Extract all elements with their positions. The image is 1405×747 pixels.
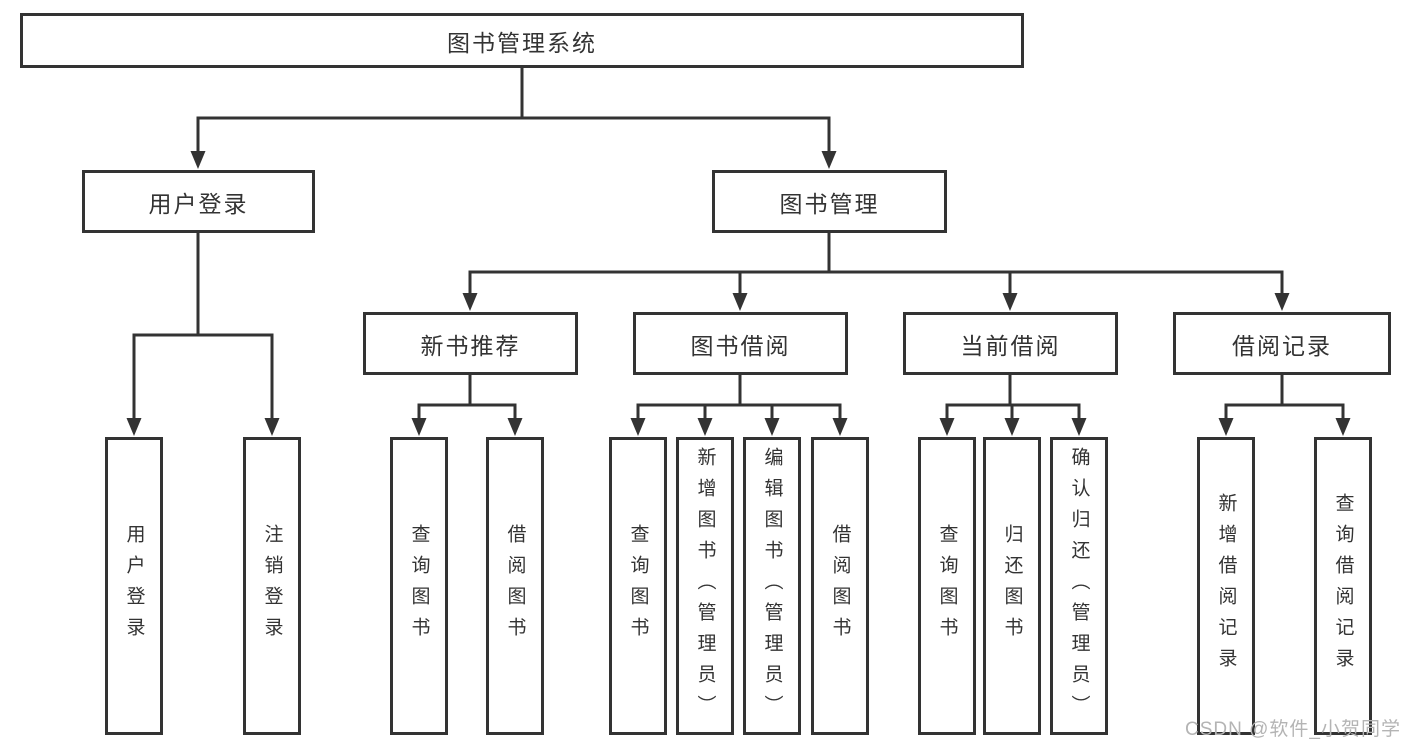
connector-borrowing-records-to-leaves (1224, 375, 1345, 419)
leaf-logout: 注销登录 (243, 437, 301, 735)
leaf-add-book-admin: 新增图书（管理员） (676, 437, 734, 735)
leaf-borrow-books-recommend: 借阅图书 (486, 437, 544, 735)
node-book-borrowing-label: 图书借阅 (690, 332, 791, 359)
leaf-edit-book-admin: 编辑图书（管理员） (743, 437, 801, 735)
arrow-down-icon (1071, 418, 1087, 436)
leaf-return-books: 归还图书 (983, 437, 1041, 735)
leaf-query-books-current: 查询图书 (918, 437, 976, 735)
connector-root-to-level2 (196, 68, 831, 152)
arrow-down-icon (411, 418, 427, 436)
leaf-confirm-return-admin-label: 确认归还（管理员） (1068, 446, 1090, 726)
arrow-down-icon (190, 151, 206, 169)
arrow-down-icon (821, 151, 837, 169)
leaf-return-books-label: 归还图书 (1001, 524, 1023, 648)
leaf-add-borrow-record-label: 新增借阅记录 (1215, 493, 1237, 679)
leaf-query-books-recommend-label: 查询图书 (408, 524, 430, 648)
node-new-book-recommendation-label: 新书推荐 (420, 332, 521, 359)
arrow-down-icon (1004, 418, 1020, 436)
node-user-login-label: 用户登录 (148, 190, 249, 217)
arrow-down-icon (764, 418, 780, 436)
connector-book-management-to-level3 (468, 233, 1284, 294)
connector-current-borrowing-to-leaves (945, 375, 1081, 419)
arrow-down-icon (264, 418, 280, 436)
connector-user-login-to-leaves (132, 233, 274, 419)
leaf-query-borrow-record-label: 查询借阅记录 (1332, 493, 1354, 679)
node-new-book-recommendation: 新书推荐 (363, 312, 578, 375)
node-current-borrowing-label: 当前借阅 (960, 332, 1061, 359)
leaf-borrow-books-recommend-label: 借阅图书 (504, 524, 526, 648)
arrow-down-icon (939, 418, 955, 436)
csdn-watermark: CSDN @软件_小贺同学 (1185, 719, 1401, 740)
node-borrowing-records-label: 借阅记录 (1232, 332, 1332, 359)
arrow-down-icon (697, 418, 713, 436)
arrow-down-icon (732, 293, 748, 311)
node-library-management-system-label: 图书管理系统 (447, 29, 597, 56)
leaf-user-login: 用户登录 (105, 437, 163, 735)
leaf-confirm-return-admin: 确认归还（管理员） (1050, 437, 1108, 735)
arrow-down-icon (832, 418, 848, 436)
leaf-query-books-borrowing: 查询图书 (609, 437, 667, 735)
leaf-query-books-borrowing-label: 查询图书 (627, 524, 649, 648)
leaf-edit-book-admin-label: 编辑图书（管理员） (761, 446, 783, 726)
node-library-management-system: 图书管理系统 (20, 13, 1024, 68)
node-borrowing-records: 借阅记录 (1173, 312, 1391, 375)
arrow-down-icon (507, 418, 523, 436)
leaf-query-books-recommend: 查询图书 (390, 437, 448, 735)
node-current-borrowing: 当前借阅 (903, 312, 1118, 375)
arrow-down-icon (1218, 418, 1234, 436)
leaf-borrow-books: 借阅图书 (811, 437, 869, 735)
leaf-user-login-label: 用户登录 (123, 524, 145, 648)
leaf-logout-label: 注销登录 (261, 524, 283, 648)
arrow-down-icon (630, 418, 646, 436)
connector-book-borrowing-to-leaves (636, 375, 842, 419)
leaf-query-books-current-label: 查询图书 (936, 524, 958, 648)
arrow-down-icon (1002, 293, 1018, 311)
leaf-add-book-admin-label: 新增图书（管理员） (694, 446, 716, 726)
node-book-management: 图书管理 (712, 170, 947, 233)
leaf-query-borrow-record: 查询借阅记录 (1314, 437, 1372, 735)
arrow-down-icon (126, 418, 142, 436)
arrow-down-icon (1274, 293, 1290, 311)
node-book-management-label: 图书管理 (779, 190, 880, 217)
connector-new-book-recommendation-to-leaves (417, 375, 517, 419)
node-book-borrowing: 图书借阅 (633, 312, 848, 375)
arrow-down-icon (1335, 418, 1351, 436)
arrowheads (126, 151, 1351, 436)
leaf-add-borrow-record: 新增借阅记录 (1197, 437, 1255, 735)
leaf-borrow-books-label: 借阅图书 (829, 524, 851, 648)
arrow-down-icon (462, 293, 478, 311)
node-user-login: 用户登录 (82, 170, 315, 233)
